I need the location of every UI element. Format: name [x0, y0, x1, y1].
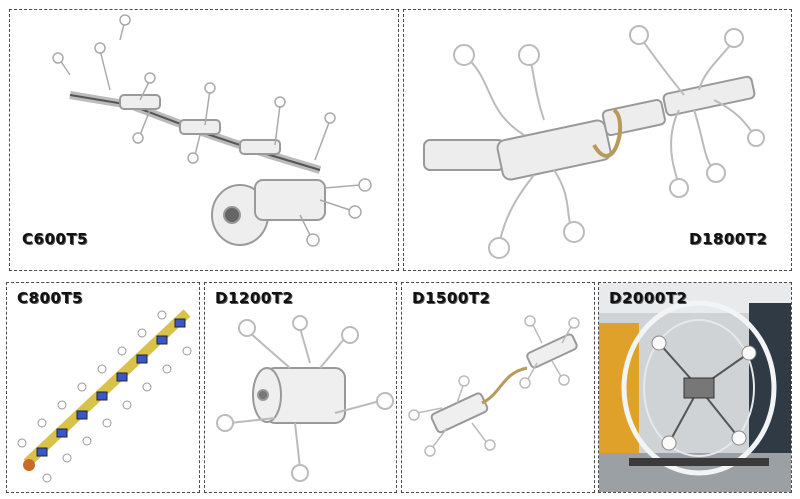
- robot-image-d1500t2: [408, 315, 580, 457]
- product-panel-c600t5[interactable]: C600T5: [9, 9, 399, 271]
- model-label: D2000T2: [609, 289, 688, 307]
- robot-photo-d2000t2: [599, 283, 791, 492]
- model-label: C800T5: [17, 289, 83, 307]
- robot-image-c600t5: [52, 14, 372, 247]
- model-label: D1200T2: [215, 289, 294, 307]
- robot-image-d1200t2: [216, 315, 394, 482]
- robot-image-d1800t2: [423, 25, 765, 259]
- model-label: C600T5: [22, 230, 88, 248]
- product-panel-d2000t2[interactable]: D2000T2: [598, 282, 792, 493]
- robot-image-c800t5: [17, 309, 192, 483]
- product-panel-d1200t2[interactable]: D1200T2: [204, 282, 397, 493]
- product-panel-d1500t2[interactable]: D1500T2: [401, 282, 595, 493]
- model-label: D1800T2: [689, 230, 768, 248]
- product-panel-d1800t2[interactable]: D1800T2: [403, 9, 792, 271]
- model-label: D1500T2: [412, 289, 491, 307]
- product-panel-c800t5[interactable]: C800T5: [6, 282, 200, 493]
